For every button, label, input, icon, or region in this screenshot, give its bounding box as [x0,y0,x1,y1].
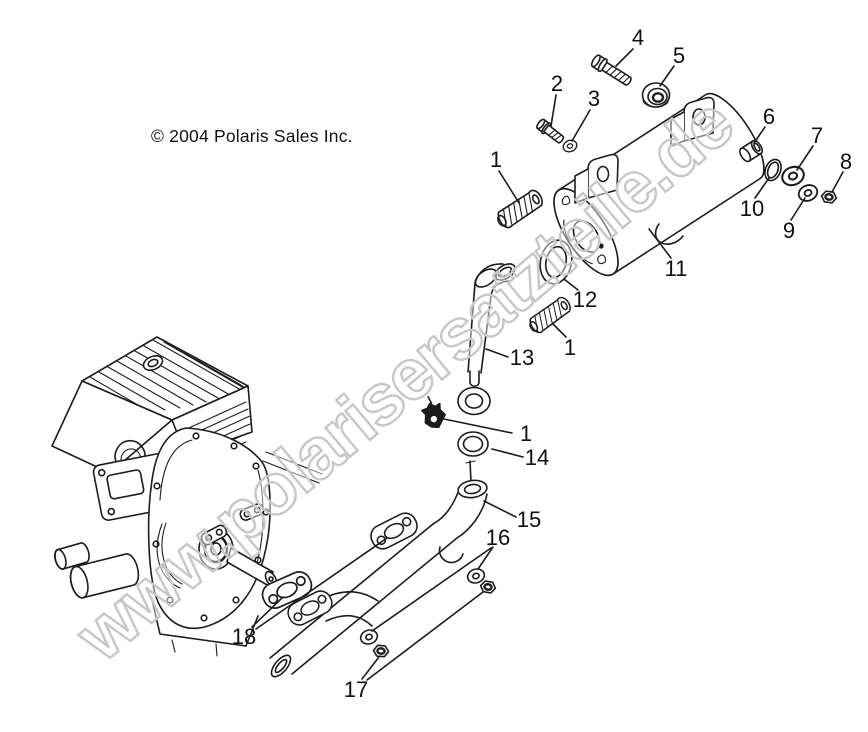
washer-3-drawing [560,137,580,155]
nut-8-drawing [819,189,839,205]
washer-9-drawing [795,181,821,205]
mount-5-drawing [641,82,671,108]
spring-1-end-view [420,396,446,429]
oring-10-drawing [764,158,782,182]
callout-15: 15 [516,507,542,532]
muffler-bracket-left [574,153,619,204]
muffler-bracket-right [670,96,715,147]
header-pipe-13-drawing [457,263,516,416]
copyright-text: © 2004 Polaris Sales Inc. [151,126,353,146]
spring-1-drawings [420,187,576,429]
callout-10: 10 [739,196,765,221]
gasket-14-drawing [457,431,489,457]
exhaust-pipe-15-drawing [269,460,488,678]
leader-lines [251,48,844,681]
callout-4: 4 [631,25,645,50]
callout-1: 1 [489,147,503,172]
callout-9: 9 [782,218,796,243]
washer-16-drawings [358,566,487,647]
callout-18: 18 [231,624,257,649]
engine-drawing [51,336,323,657]
callout-13: 13 [509,345,535,370]
callout-16: 16 [485,525,511,550]
callout-6: 6 [762,104,776,129]
callout-5: 5 [672,43,686,68]
gasket-12-drawing [539,239,573,285]
callout-2: 2 [550,71,564,96]
washer-7-drawing [778,162,808,190]
callout-14: 14 [524,445,550,470]
callout-11: 11 [664,256,688,281]
callout-12: 12 [572,287,598,312]
bolt-2-drawing [536,118,565,144]
callout-17: 17 [343,677,369,702]
callout-1: 1 [519,421,533,446]
bolt-4-drawing [590,54,632,86]
callout-7: 7 [810,123,824,148]
spacer-6-drawing [739,139,763,163]
callout-8: 8 [839,149,853,174]
callout-3: 3 [587,86,601,111]
callout-1: 1 [563,335,577,360]
muffler-drawing [553,92,765,277]
